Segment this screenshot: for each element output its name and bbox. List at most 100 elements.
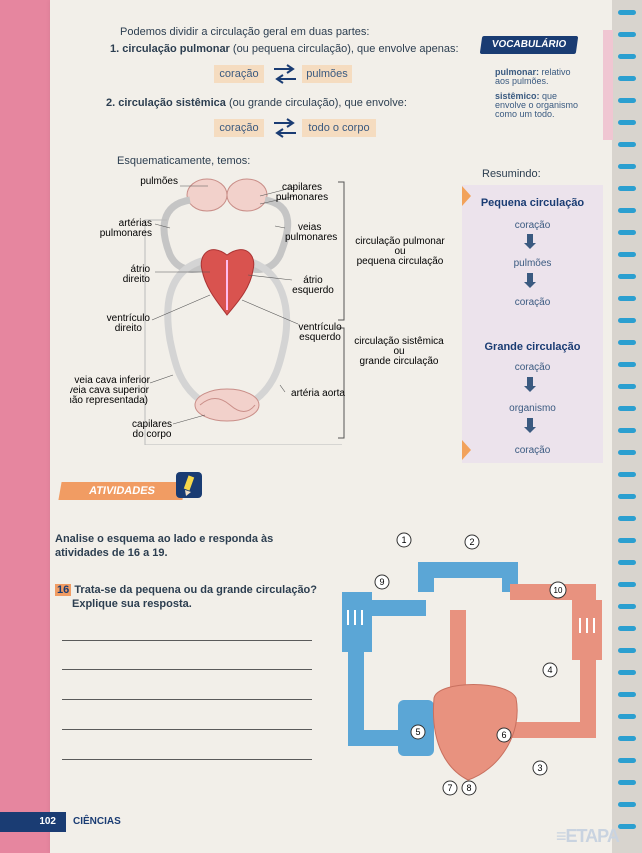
- pill-coracao-2: coração: [214, 119, 264, 137]
- figure-number-3: 3: [532, 760, 548, 776]
- label-capilares-corpo-2: do corpo: [133, 429, 172, 440]
- label-ventr-dir-1: ventrículo: [107, 313, 151, 324]
- item1-number: 1.: [110, 43, 120, 55]
- leader-line: [172, 414, 206, 425]
- spiral-ring: [618, 164, 636, 169]
- question-16-number: 16: [55, 584, 72, 596]
- summary-small-title: Pequena circulação: [480, 197, 585, 209]
- leader-line: [149, 374, 174, 384]
- question-16-line-2: Explique sua resposta.: [72, 598, 192, 610]
- spiral-ring: [618, 472, 636, 477]
- right-lung-shape: [226, 178, 268, 212]
- label-veias-2: pulmonares: [285, 232, 337, 243]
- answer-line-1[interactable]: [62, 640, 312, 641]
- spiral-ring: [618, 670, 636, 675]
- label-pulm-circ-1: circulação pulmonar: [355, 236, 445, 247]
- subject-label: CIÊNCIAS: [73, 816, 121, 827]
- answer-line-4[interactable]: [62, 729, 312, 730]
- spiral-ring: [618, 758, 636, 763]
- spiral-binding: [612, 0, 642, 853]
- figure-number-2-text: 2: [469, 537, 474, 547]
- spiral-ring: [618, 780, 636, 785]
- answer-line-5[interactable]: [62, 759, 312, 760]
- figure-number-7: 7: [442, 780, 458, 796]
- answer-line-2[interactable]: [62, 669, 312, 670]
- pencil-icon: [176, 472, 202, 498]
- item2-number: 2.: [106, 97, 116, 109]
- vocab-def-1b: aos pulmões.: [495, 76, 549, 86]
- summary-triangle-2: [462, 440, 471, 460]
- label-atrio-dir-1: átrio: [131, 264, 151, 275]
- spiral-ring: [618, 296, 636, 301]
- circulation-diagram: pulmões capilares pulmonares artérias pu…: [70, 176, 445, 445]
- leader-line: [259, 195, 296, 205]
- spiral-ring: [618, 714, 636, 719]
- spiral-ring: [618, 32, 636, 37]
- item1-text: 1. circulação pulmonar (ou pequena circu…: [110, 43, 459, 55]
- vocab-term-1: pulmonar:: [495, 67, 539, 77]
- activities-intro-2-text: atividades de: [55, 547, 125, 559]
- question-16: 16 Trata-se da pequena ou da grande circ…: [55, 584, 317, 596]
- pill-coracao-1: coração: [214, 65, 264, 83]
- label-veia-cava-3: não representada): [70, 395, 148, 406]
- label-pulm-circ-2: ou: [394, 246, 405, 257]
- summary-label: Resumindo:: [482, 168, 541, 180]
- summary-panel: [462, 185, 603, 463]
- label-capilares-1: capilares: [282, 182, 322, 193]
- label-atrio-esq-1: átrio: [303, 275, 323, 286]
- label-arterias-1: artérias: [119, 218, 152, 229]
- figure-number-10-text: 10: [554, 586, 563, 595]
- figure-number-1-text: 1: [401, 535, 406, 545]
- down-arrow-icon: [524, 234, 536, 249]
- vocabulary-entry-2: sistêmico: que envolve o organismo como …: [495, 92, 578, 119]
- label-pulmoes: pulmões: [140, 176, 178, 187]
- summary-small-step-1: coração: [514, 220, 551, 231]
- exchange-arrows-icon-1: [274, 64, 296, 84]
- label-ventr-esq-2: esquerdo: [299, 332, 341, 343]
- spiral-ring: [618, 54, 636, 59]
- spiral-ring: [618, 142, 636, 147]
- summary-large-title: Grande circulação: [484, 341, 581, 353]
- label-aorta: artéria aorta: [291, 388, 345, 399]
- vocabulary-side-bar: [603, 30, 613, 140]
- spiral-ring: [618, 582, 636, 587]
- blue-lower-vessel: [348, 652, 398, 746]
- spiral-ring: [618, 538, 636, 543]
- answer-line-3[interactable]: [62, 699, 312, 700]
- numbered-circulation-diagram: 1 2 3 4 5 6 7 8 9 10: [342, 532, 602, 796]
- spiral-ring: [618, 98, 636, 103]
- spiral-ring: [618, 802, 636, 807]
- body-capillaries-shape: [194, 388, 260, 422]
- figure-number-8-text: 8: [466, 783, 471, 793]
- systemic-bracket: [338, 327, 345, 439]
- item2-text: 2. circulação sistêmica (ou grande circu…: [106, 97, 407, 109]
- vocab-def-2b: envolve o organismo: [495, 100, 579, 110]
- vocab-term-2: sistêmico:: [495, 91, 540, 101]
- summary-large-step-1: coração: [514, 362, 551, 373]
- pulmonary-artery-vessel: [160, 196, 212, 273]
- vocab-def-2c: como um todo.: [495, 109, 555, 119]
- summary-triangle-1: [462, 186, 471, 206]
- intro-text: Podemos dividir a circulação geral em du…: [120, 26, 370, 38]
- figure-number-4-text: 4: [547, 665, 552, 675]
- spiral-ring: [618, 230, 636, 235]
- question-16-line-1: Trata-se da pequena ou da grande circula…: [74, 584, 317, 596]
- figure-number-9: 9: [374, 574, 390, 590]
- item2-bold: circulação sistêmica: [118, 97, 226, 109]
- spiral-ring: [618, 626, 636, 631]
- leader-line: [247, 274, 293, 281]
- label-sist-circ-3: grande circulação: [360, 356, 439, 367]
- activities-tag: ATIVIDADES: [58, 482, 186, 500]
- label-atrio-esq-2: esquerdo: [292, 285, 334, 296]
- label-arterias-2: pulmonares: [100, 228, 152, 239]
- figure-number-7-text: 7: [447, 783, 452, 793]
- figure-number-6-text: 6: [501, 730, 506, 740]
- activities-intro-from: 16: [127, 547, 141, 559]
- label-pulm-circ-3: pequena circulação: [357, 256, 444, 267]
- figure-number-2: 2: [464, 534, 480, 550]
- spiral-ring: [618, 318, 636, 323]
- figure-number-6: 6: [496, 727, 512, 743]
- vocab-def-2a: que: [542, 91, 558, 101]
- spiral-ring: [618, 824, 636, 829]
- spiral-ring: [618, 450, 636, 455]
